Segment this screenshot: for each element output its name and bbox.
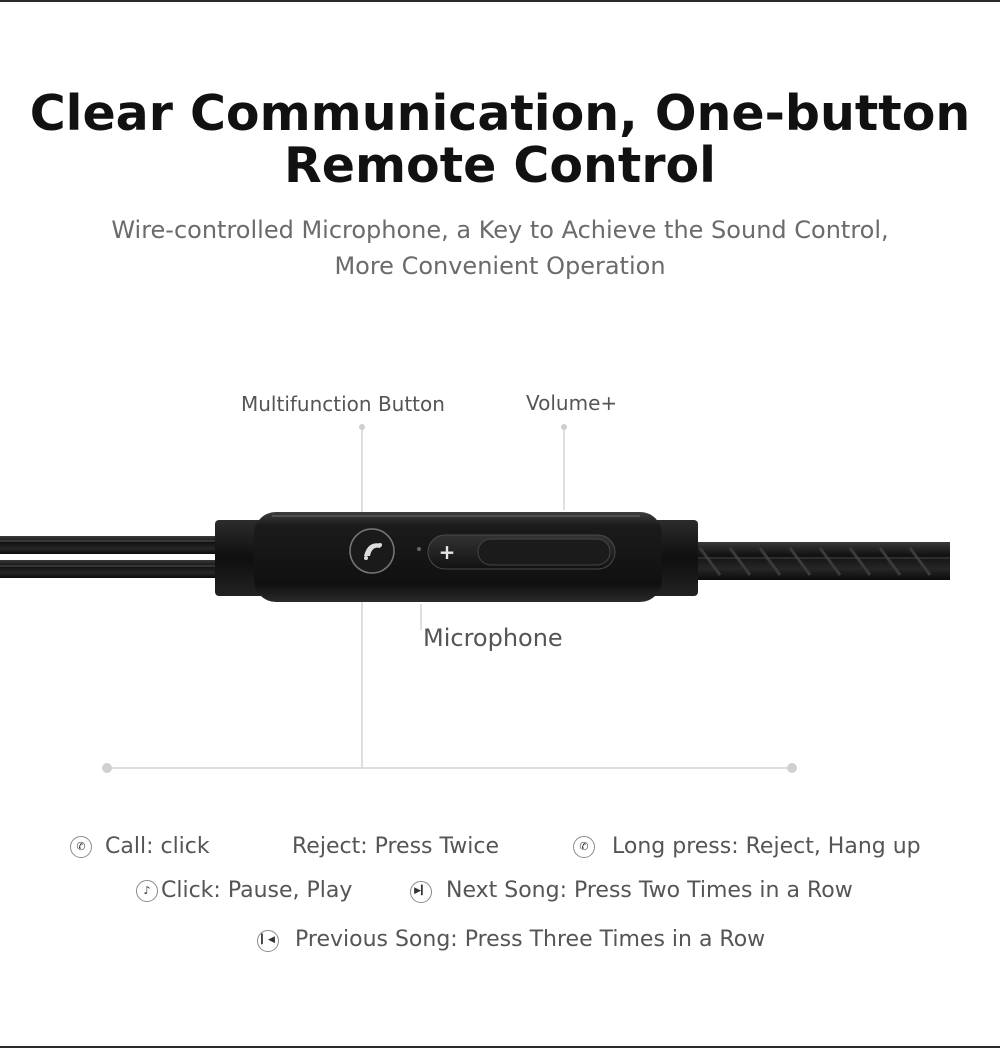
top-border (0, 0, 1000, 2)
volume-up-button[interactable]: + (427, 534, 616, 570)
hangup-icon: ✆ (573, 836, 595, 858)
left-cable (0, 536, 222, 578)
music-note-icon: ♪ (136, 880, 158, 902)
title-line-2: Remote Control (284, 137, 716, 194)
instruction-reject: Reject: Press Twice (292, 834, 500, 859)
right-cable (690, 542, 950, 580)
instruction-pause-play: Click: Pause, Play (161, 878, 353, 903)
microphone-hole (417, 547, 421, 551)
title-line-1: Clear Communication, One-button (29, 85, 971, 142)
phone-icon: ✆ (70, 836, 92, 858)
multifunction-button[interactable] (349, 528, 395, 574)
phone-icon (364, 543, 382, 560)
subtitle-line-1: Wire-controlled Microphone, a Key to Ach… (111, 216, 889, 244)
instruction-long-press: Long press: Reject, Hang up (612, 834, 921, 859)
callout-multifunction: Multifunction Button (241, 392, 445, 416)
page-title: Clear Communication, One-button Remote C… (0, 88, 1000, 192)
subtitle-line-2: More Convenient Operation (334, 252, 666, 280)
instruction-previous-song: Previous Song: Press Three Times in a Ro… (295, 927, 766, 952)
callout-volume: Volume+ (526, 391, 618, 415)
instruction-next-song: Next Song: Press Two Times in a Row (446, 878, 853, 903)
next-track-icon: ▶▎ (410, 881, 432, 903)
plus-icon: + (439, 540, 456, 564)
page-subtitle: Wire-controlled Microphone, a Key to Ach… (0, 212, 1000, 284)
bottom-border (0, 1046, 1000, 1048)
instruction-call: Call: click (105, 834, 210, 859)
callout-microphone: Microphone (423, 624, 563, 652)
previous-track-icon: ▎◀ (257, 930, 279, 952)
